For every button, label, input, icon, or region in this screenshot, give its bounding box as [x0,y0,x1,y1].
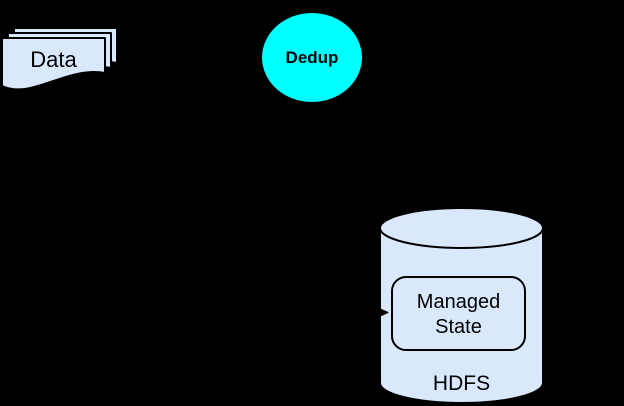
arrowhead-icon [373,305,389,320]
arrow-into-managed-state [368,305,389,320]
managed-state-label-line1: Managed [417,291,500,313]
dedup-node: Dedup [260,11,364,104]
dedup-node-label: Dedup [285,47,339,67]
hdfs-node-label: HDFS [433,372,490,395]
hdfs-cylinder-node: Managed State HDFS [368,207,544,404]
data-node-label: Data [30,47,77,72]
cylinder-top-rim [379,227,544,249]
data-documents-node: Data [1,27,118,91]
managed-state-node [391,276,526,351]
managed-state-label-line2: State [435,316,482,338]
document-sheet-front [1,37,106,91]
